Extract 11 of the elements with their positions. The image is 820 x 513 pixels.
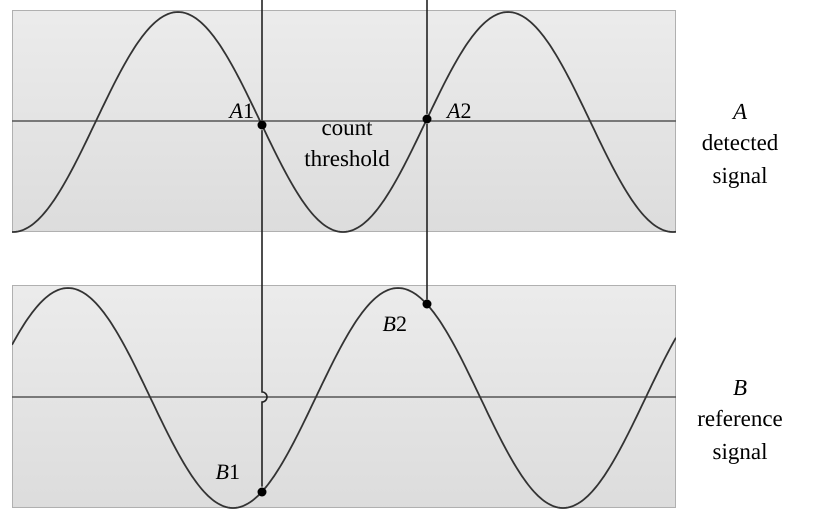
- threshold-label: count threshold: [303, 114, 391, 174]
- connector-line: [426, 124, 428, 300]
- point-label: B1: [216, 460, 240, 483]
- signal-letter: B: [732, 374, 748, 402]
- signal-letter: A: [730, 98, 748, 126]
- point-label: A2: [447, 100, 472, 122]
- signal-name: reference signal: [696, 405, 784, 466]
- point-label: B2: [382, 313, 407, 336]
- connector-line: [261, 130, 268, 487]
- point-label: A1: [230, 100, 254, 122]
- signal-name: detected signal: [700, 129, 780, 190]
